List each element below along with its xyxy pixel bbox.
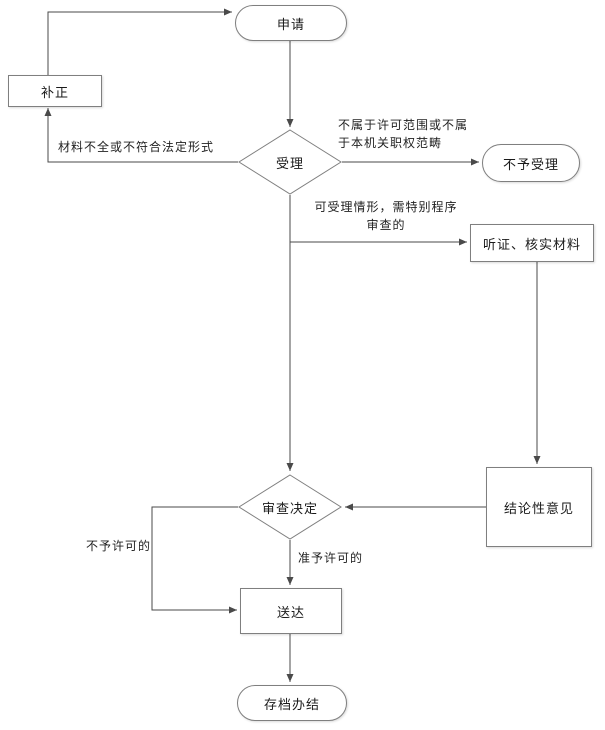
- edge-label-out-of-scope: 不属于许可范围或不属于本机关职权范畴: [338, 118, 469, 150]
- edge-label-incomplete: 材料不全或不符合法定形式: [58, 140, 215, 154]
- node-apply-label: 申请: [276, 16, 305, 32]
- node-decision: 审查决定: [238, 474, 342, 540]
- node-conclusion-label: 结论性意见: [503, 500, 574, 516]
- edge-correction-to-apply: [47, 8, 232, 75]
- node-not-accept-label: 不予受理: [502, 156, 559, 172]
- edge-label-not-permitted: 不予许可的: [86, 539, 152, 553]
- edge-accept-to-correction: [44, 108, 238, 163]
- node-deliver: 送达: [240, 588, 342, 634]
- node-deliver-label: 送达: [276, 604, 305, 620]
- node-accept-label: 受理: [275, 155, 304, 171]
- diamond-shape: [238, 129, 342, 195]
- diamond-shape: [238, 474, 342, 540]
- node-correction: 补正: [8, 75, 102, 107]
- node-apply: 申请: [235, 5, 347, 41]
- node-archive: 存档办结: [237, 685, 347, 721]
- node-correction-label: 补正: [40, 84, 69, 100]
- node-conclusion: 结论性意见: [486, 467, 592, 547]
- node-archive-label: 存档办结: [263, 696, 320, 712]
- edge-decision-denied-to-deliver: [151, 506, 238, 614]
- edge-label-special-procedure: 可受理情形，需特别程序审查的: [314, 200, 458, 232]
- node-accept: 受理: [238, 129, 342, 195]
- node-hearing: 听证、核实材料: [470, 224, 594, 262]
- node-hearing-label: 听证、核实材料: [482, 236, 581, 252]
- node-not-accept: 不予受理: [482, 144, 580, 182]
- node-decision-label: 审查决定: [261, 500, 318, 516]
- edge-label-permitted: 准予许可的: [298, 551, 364, 565]
